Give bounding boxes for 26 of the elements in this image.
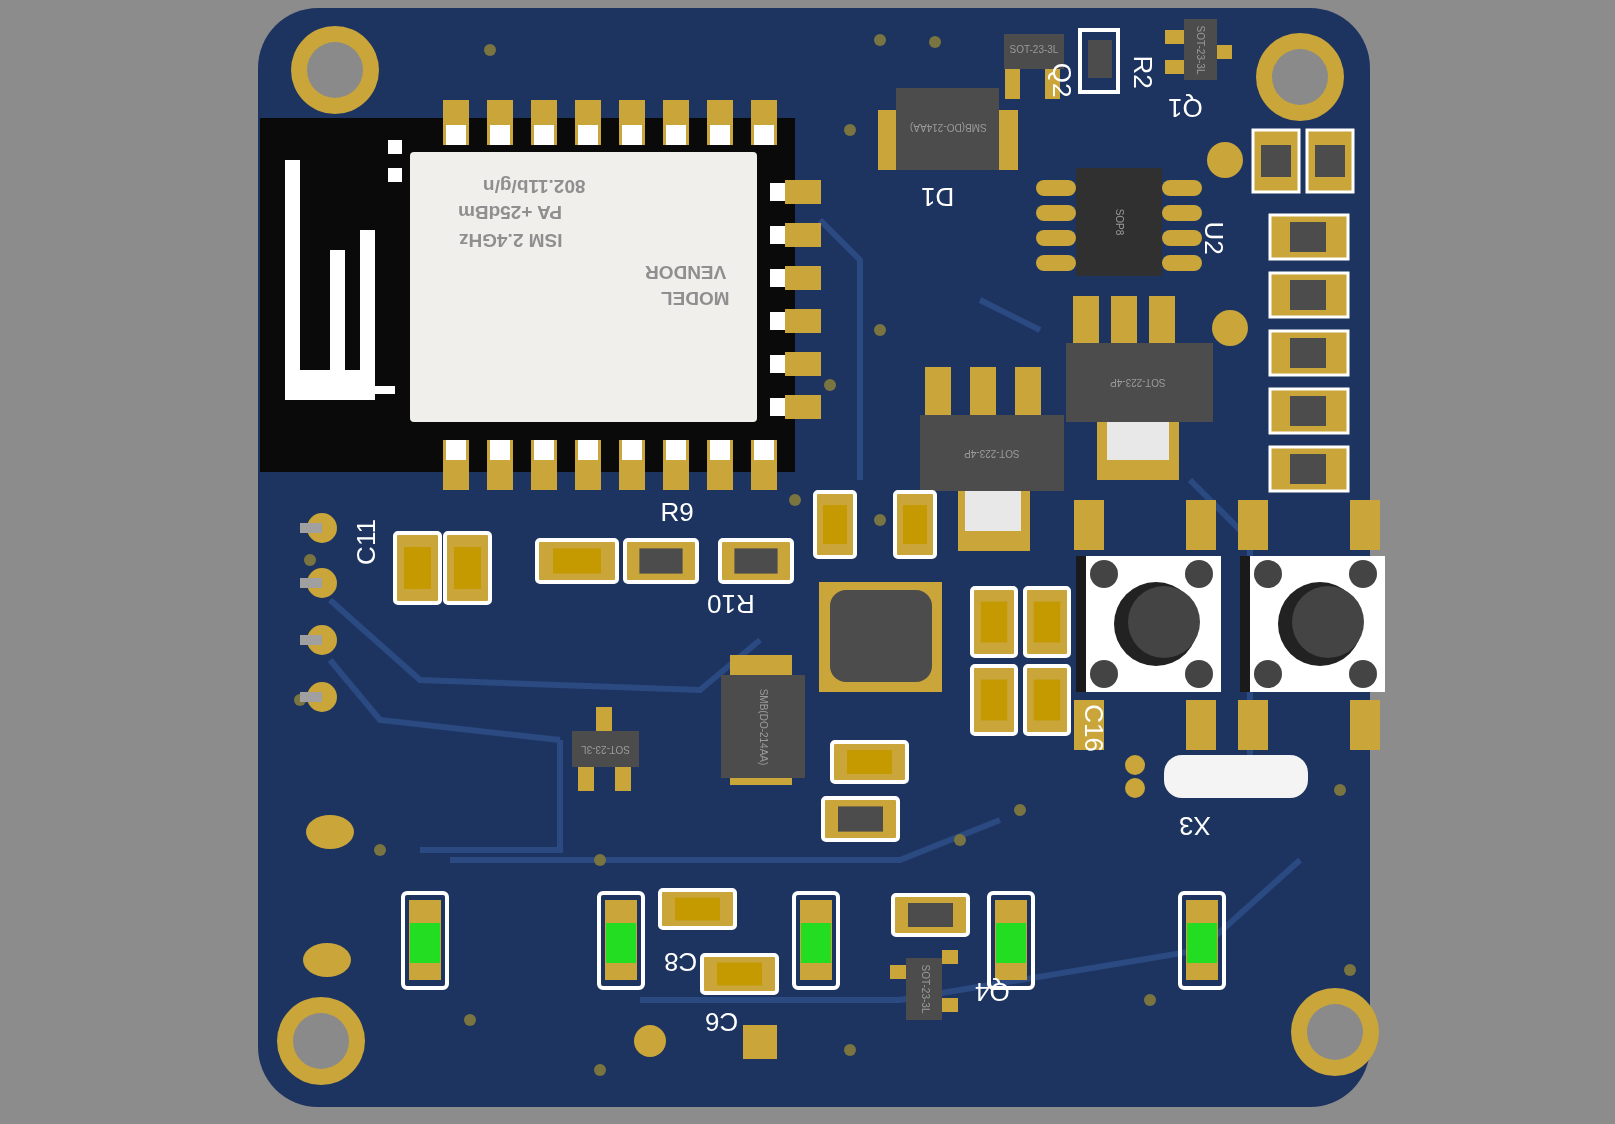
reference-designator: C16 — [1080, 704, 1107, 752]
reference-designator: X3 — [1179, 813, 1211, 839]
module-marking: ISM 2.4GHz — [458, 230, 562, 250]
package-marking: SOT-23-3L — [1009, 45, 1059, 55]
package-marking: SMB(DO-214AA) — [909, 122, 987, 132]
reference-designator: D1 — [920, 184, 954, 210]
package-marking: SOT-23-3L — [580, 744, 630, 754]
reference-designator: Q1 — [1167, 95, 1203, 121]
package-marking: SOT-223-4P — [964, 448, 1020, 458]
package-marking: SOT-23-3L — [919, 964, 930, 1014]
module-marking: 802.11b/g/n — [483, 176, 586, 196]
package-marking: SOP8 — [1113, 208, 1124, 236]
reference-designator: C11 — [352, 519, 379, 565]
package-marking: SOT-223-4P — [1110, 377, 1166, 387]
package-marking: SOT-23-3L — [1194, 25, 1205, 75]
module-marking: MODEL — [660, 288, 730, 308]
reference-designator: R2 — [1129, 55, 1156, 89]
package-marking: SMB(DO-214AA) — [757, 688, 768, 766]
reference-designator: U2 — [1200, 221, 1227, 255]
reference-designator: Q2 — [1048, 62, 1075, 98]
reference-designator: R10 — [707, 591, 755, 617]
module-marking: VENDOR — [644, 262, 726, 282]
reference-designator: C6 — [704, 1009, 738, 1035]
module-marking: PA +25dBm — [458, 202, 562, 222]
reference-designator: R9 — [660, 499, 694, 525]
reference-designator: C8 — [663, 949, 697, 975]
